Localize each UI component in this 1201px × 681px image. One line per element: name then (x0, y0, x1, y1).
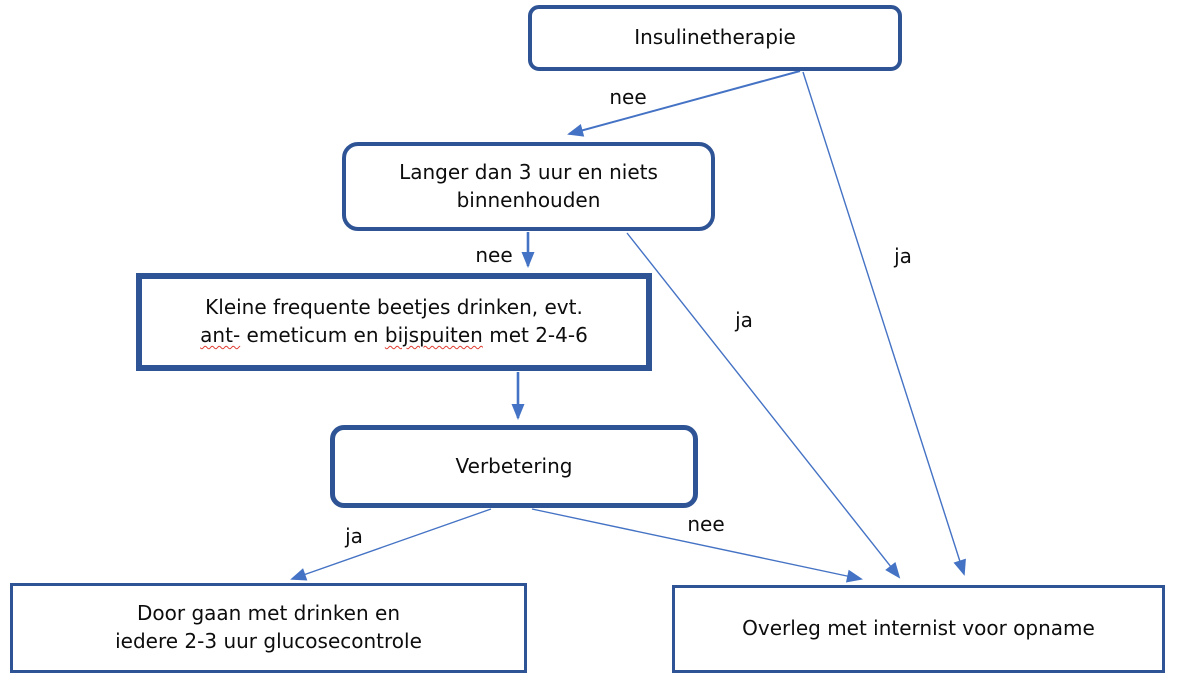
node-label-line: Langer dan 3 uur en niets (399, 159, 658, 184)
edge-label-verbetering-nee: nee (685, 512, 727, 536)
node-label: Insulinetherapie (634, 25, 796, 50)
misspelled-word: bijspuiten (384, 323, 483, 347)
node-label-line: ant- emeticum en bijspuiten met 2-4-6 (200, 322, 588, 350)
edge-label-langer-ja: ja (733, 308, 755, 332)
node-label-segment: met 2-4-6 (482, 323, 588, 347)
node-label: Overleg met internist voor opname (742, 616, 1095, 641)
edge-insuline-nee-line (567, 70, 801, 137)
node-label-line: Kleine frequente beetjes drinken, evt. (205, 295, 583, 320)
node-verbetering: Verbetering (330, 425, 698, 508)
misspelled-word: ant- (200, 323, 241, 347)
node-kleine-frequente-beetjes: Kleine frequente beetjes drinken, evt. a… (136, 273, 652, 371)
edge-insuline-ja-line (802, 71, 966, 576)
node-label: Verbetering (455, 453, 573, 478)
node-overleg-internist: Overleg met internist voor opname (672, 585, 1165, 673)
node-label-segment: emeticum en (240, 323, 385, 347)
edge-label-insuline-nee: nee (607, 85, 649, 109)
edge-label-langer-nee: nee (473, 243, 515, 267)
node-label-line: iedere 2-3 uur glucosecontrole (115, 629, 422, 653)
node-label-line: Door gaan met drinken en (136, 601, 401, 626)
node-label-line: binnenhouden (456, 187, 601, 212)
edge-langer-ja-line (626, 232, 901, 579)
node-insulinetherapie: Insulinetherapie (528, 5, 902, 71)
edge-label-insuline-ja: ja (892, 244, 914, 268)
edge-label-verbetering-ja: ja (343, 524, 365, 548)
node-doorgaan-met-drinken: Door gaan met drinken en iedere 2-3 uur … (10, 583, 527, 673)
edge-verbetering-ja-line (290, 508, 492, 581)
node-langer-dan-3-uur: Langer dan 3 uur en niets binnenhouden (342, 142, 715, 231)
